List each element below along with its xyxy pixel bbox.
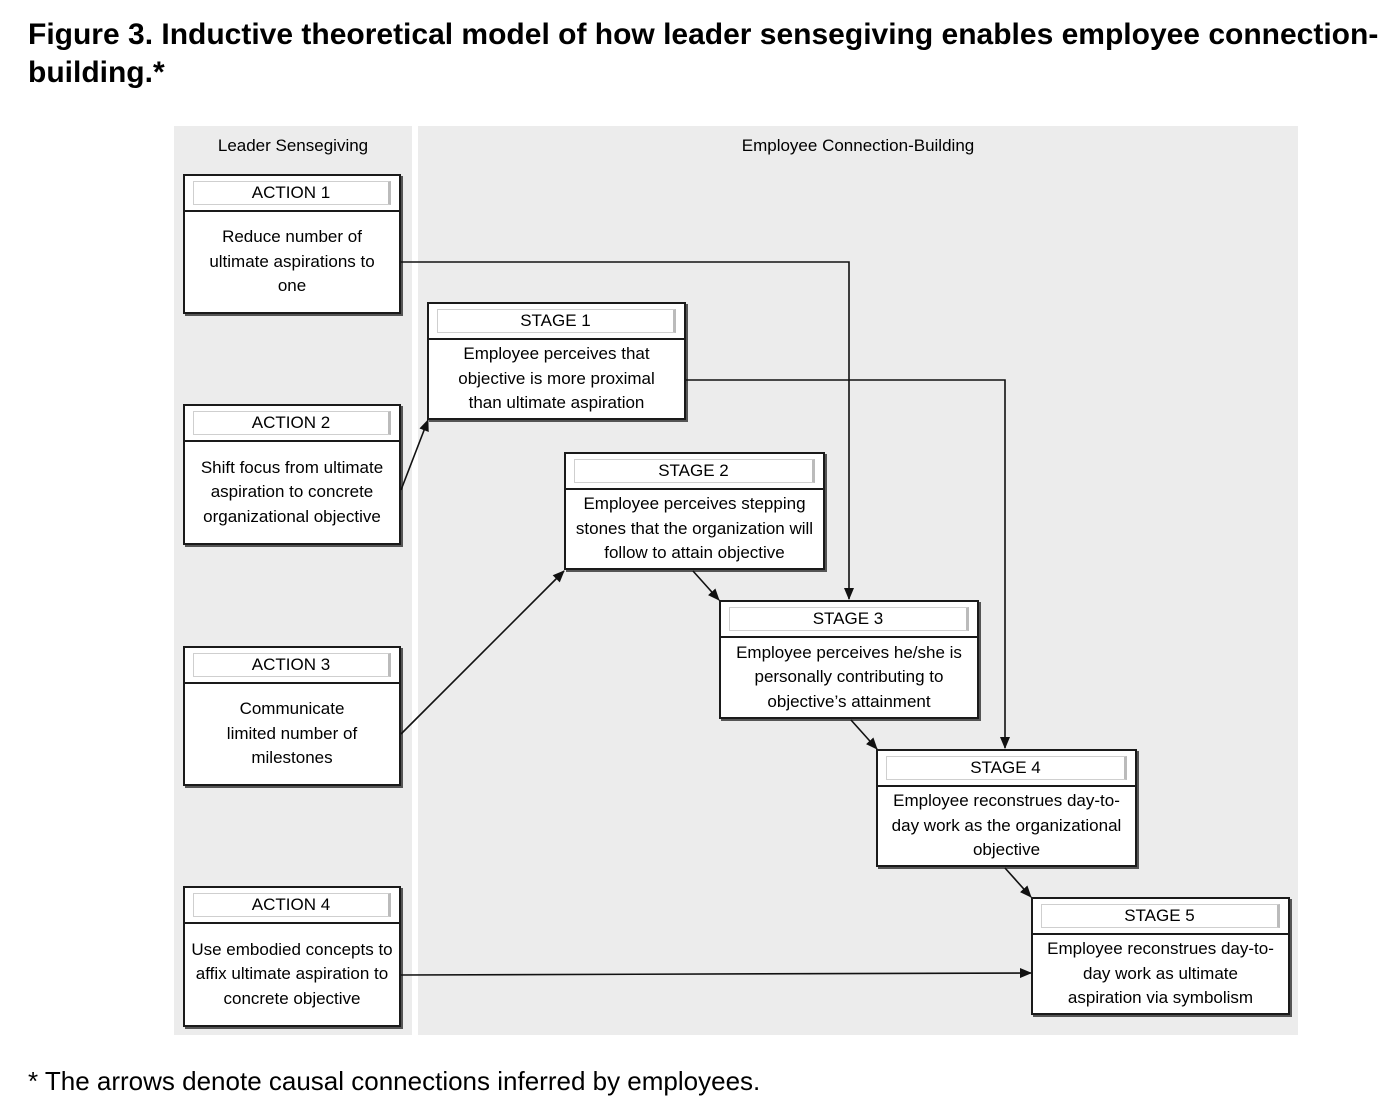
action-3-label: ACTION 3: [193, 653, 391, 677]
stage-1-box: STAGE 1 Employee perceives that objectiv…: [427, 302, 686, 420]
stage-2-label: STAGE 2: [574, 459, 815, 483]
action-4-label: ACTION 4: [193, 893, 391, 917]
action-3-box: ACTION 3 Communicate limited number of m…: [183, 646, 401, 786]
figure-title-line-1: Figure 3. Inductive theoretical model of…: [28, 18, 1378, 51]
stage-5-text: Employee reconstrues day-to-day work as …: [1047, 939, 1274, 1008]
stage-3-text: Employee perceives he/she is personally …: [736, 642, 962, 711]
action-1-label: ACTION 1: [193, 181, 391, 205]
action-2-text: Shift focus from ultimate aspiration to …: [200, 457, 384, 526]
action-1-box: ACTION 1 Reduce number of ultimate aspir…: [183, 174, 401, 314]
stage-5-box: STAGE 5 Employee reconstrues day-to-day …: [1031, 897, 1290, 1015]
arrow-stage1-to-stage4: [686, 379, 1010, 749]
causal-arrows: [400, 261, 1032, 979]
stage-3-box: STAGE 3 Employee perceives he/she is per…: [719, 600, 979, 719]
stage-1-text: Employee perceives that objective is mor…: [458, 344, 655, 413]
action-2-label: ACTION 2: [193, 411, 391, 435]
figure-title-line-2: building.*: [28, 56, 165, 89]
stage-5-label: STAGE 5: [1041, 904, 1280, 928]
action-2-box: ACTION 2 Shift focus from ultimate aspir…: [183, 404, 401, 545]
stage-2-box: STAGE 2 Employee perceives stepping ston…: [564, 452, 825, 570]
arrow-action4-to-stage5: [400, 968, 1032, 979]
action-3-text: Communicate limited number of milestones: [226, 699, 358, 768]
action-4-box: ACTION 4 Use embodied concepts to affix …: [183, 886, 401, 1027]
stage-1-label: STAGE 1: [437, 309, 676, 333]
stage-4-box: STAGE 4 Employee reconstrues day-to-day …: [876, 749, 1137, 867]
footnote: * The arrows denote causal connections i…: [28, 1066, 761, 1096]
employee-connection-label: Employee Connection-Building: [741, 136, 975, 155]
stage-4-text: Employee reconstrues day-to-day work as …: [891, 791, 1122, 860]
stage-3-label: STAGE 3: [729, 607, 969, 631]
stage-4-label: STAGE 4: [886, 756, 1127, 780]
arrow-action1-to-stage3: [401, 261, 854, 600]
stage-2-text: Employee perceives stepping stones that …: [575, 494, 814, 563]
action-4-text: Use embodied concepts to affix ultimate …: [191, 939, 393, 1008]
leader-sensegiving-label: Leader Sensegiving: [217, 136, 369, 155]
arrow-stage4-to-stage5: [1004, 867, 1032, 898]
arrow-stage2-to-stage3: [692, 570, 720, 601]
action-1-text: Reduce number of ultimate aspirations to…: [209, 227, 375, 296]
arrow-stage3-to-stage4: [850, 719, 878, 750]
arrow-action3-to-stage2: [400, 570, 565, 735]
arrow-action2-to-stage1: [400, 419, 429, 491]
figure-title: Figure 3. Inductive theoretical model of…: [28, 16, 1378, 92]
